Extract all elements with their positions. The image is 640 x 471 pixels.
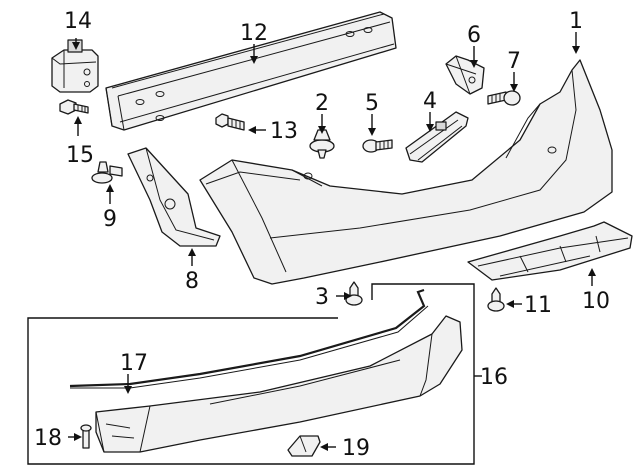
- part-1-bumper-cover[interactable]: [199, 59, 613, 285]
- callout-8: 8: [185, 269, 199, 294]
- leader-lines: [68, 32, 596, 451]
- part-15-bolt[interactable]: [59, 99, 89, 115]
- callout-10: 10: [582, 289, 610, 314]
- callout-15: 15: [66, 143, 94, 168]
- part-4-bracket[interactable]: [405, 111, 469, 163]
- callout-2: 2: [315, 91, 329, 116]
- callout-5: 5: [365, 91, 379, 116]
- part-3-clip[interactable]: [345, 281, 363, 306]
- part-16-lower-spoiler[interactable]: [95, 315, 463, 453]
- part-8-side-bracket[interactable]: [127, 147, 221, 247]
- callout-4: 4: [423, 89, 437, 114]
- part-5-screw[interactable]: [362, 139, 393, 153]
- part-16-group-frame: [27, 283, 475, 465]
- callout-labels: 1 2 3 4 5 6 7 8 9 10 11 12 13 14 15 16 1…: [34, 9, 610, 461]
- callout-14: 14: [64, 9, 92, 34]
- part-13-bolt[interactable]: [215, 113, 245, 131]
- callout-3: 3: [315, 285, 329, 310]
- part-11-clip[interactable]: [487, 287, 505, 312]
- callout-13: 13: [270, 119, 298, 144]
- part-7-bolt[interactable]: [487, 90, 521, 106]
- callout-7: 7: [507, 49, 521, 74]
- callout-18: 18: [34, 426, 62, 451]
- callout-17: 17: [120, 351, 148, 376]
- part-10-under-cover[interactable]: [467, 221, 633, 281]
- callout-19: 19: [342, 436, 370, 461]
- callout-16: 16: [480, 365, 508, 390]
- callout-11: 11: [524, 293, 552, 318]
- callout-12: 12: [240, 21, 268, 46]
- part-9-clip[interactable]: [91, 161, 123, 184]
- part-6-bracket[interactable]: [445, 55, 485, 95]
- part-2-clip[interactable]: [309, 129, 335, 159]
- callout-9: 9: [103, 207, 117, 232]
- part-19-bracket[interactable]: [287, 435, 321, 457]
- part-17-strip[interactable]: [69, 288, 429, 389]
- callout-6: 6: [467, 23, 481, 48]
- callout-1: 1: [569, 9, 583, 34]
- part-18-fastener[interactable]: [80, 424, 92, 449]
